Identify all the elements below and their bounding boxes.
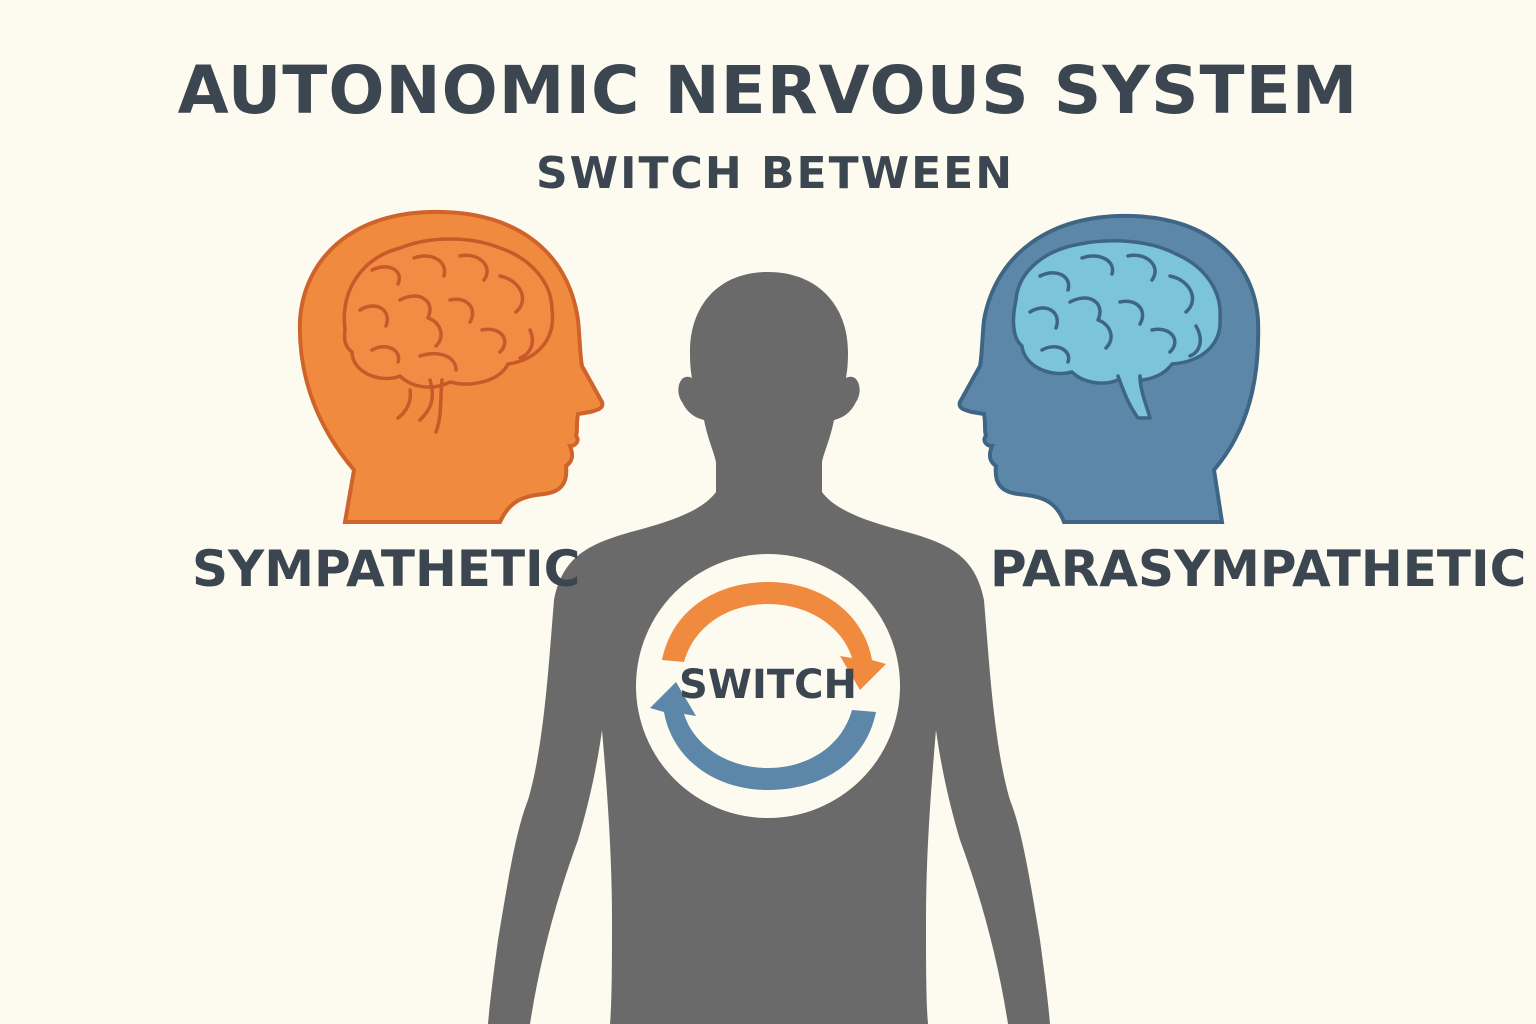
- sympathetic-label: SYMPATHETIC: [192, 540, 580, 598]
- diagram-title: AUTONOMIC NERVOUS SYSTEM: [0, 52, 1536, 129]
- sympathetic-head-icon: [300, 212, 603, 522]
- parasympathetic-head-icon: [960, 216, 1259, 522]
- parasympathetic-label: PARASYMPATHETIC: [990, 540, 1526, 598]
- diagram-subtitle: SWITCH BETWEEN: [0, 148, 1536, 199]
- switch-label: SWITCH: [640, 662, 896, 708]
